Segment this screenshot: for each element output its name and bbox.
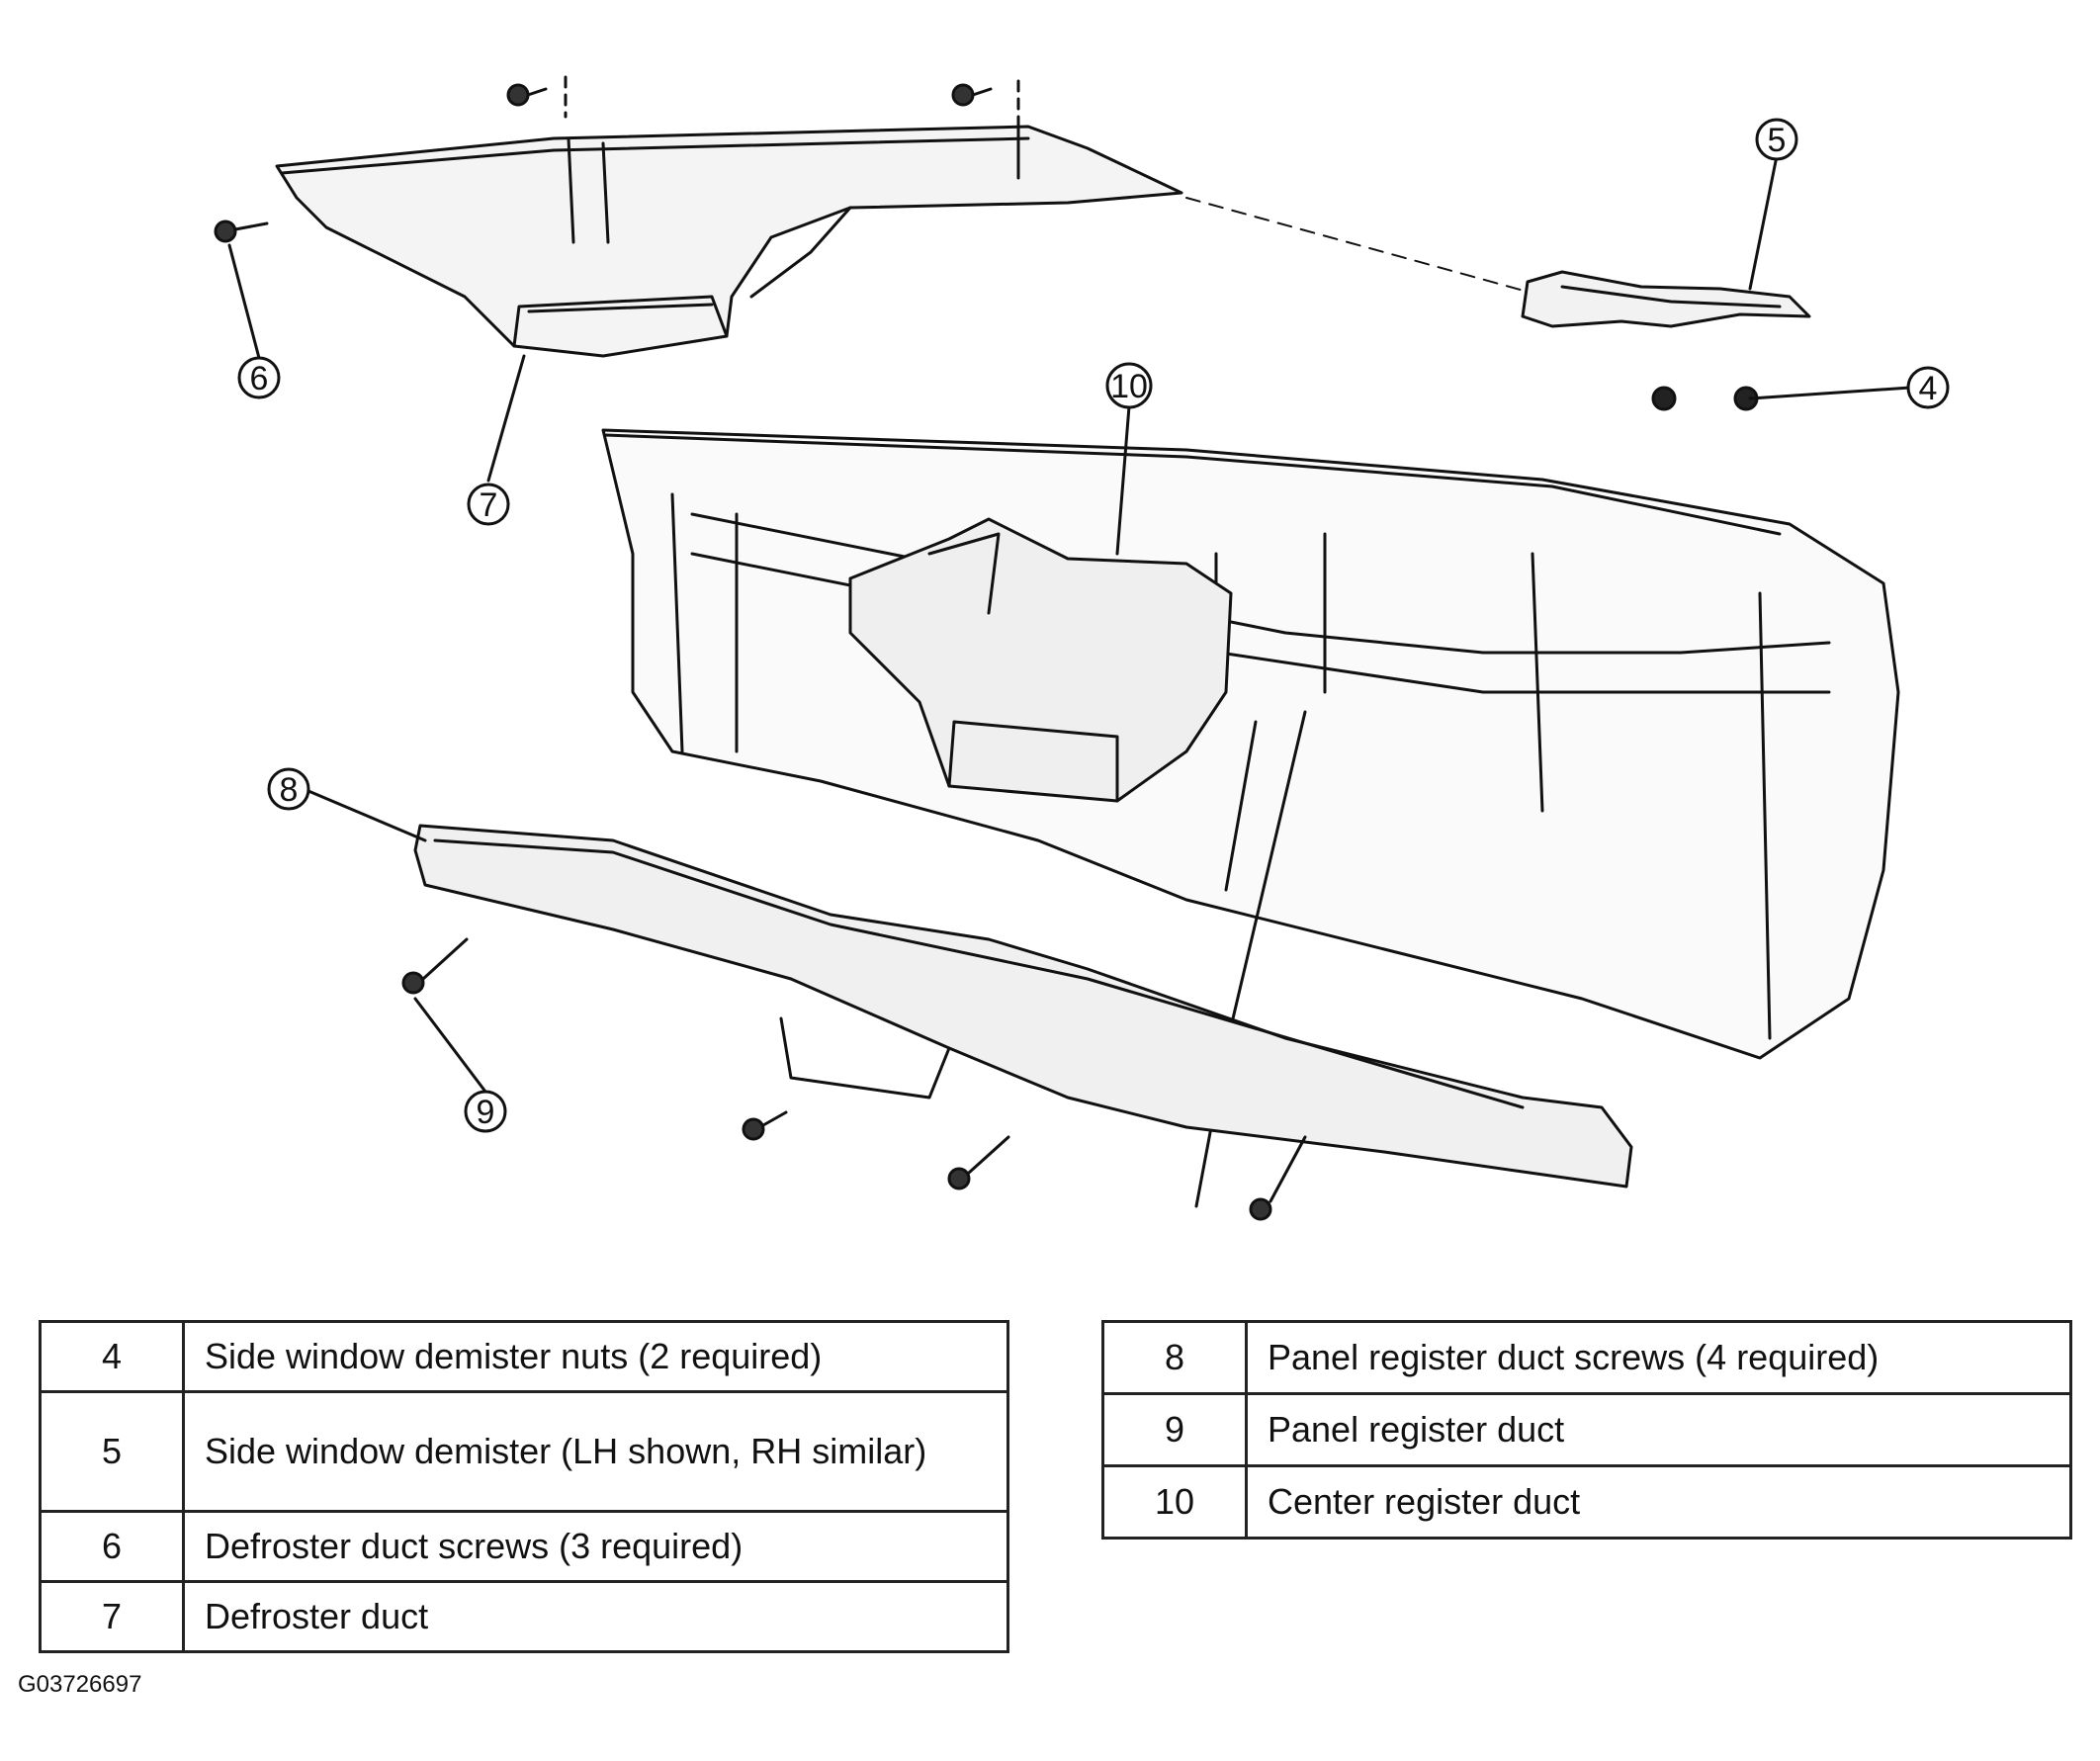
legend-number: 4 xyxy=(39,1320,185,1393)
callout-4: 4 xyxy=(1919,370,1938,407)
callout-circle-6 xyxy=(237,356,281,399)
callout-6: 6 xyxy=(250,360,269,397)
legend-description: Center register duct xyxy=(1245,1464,2072,1540)
legend-number: 7 xyxy=(39,1580,185,1653)
leader-line-9 xyxy=(413,997,487,1094)
callout-9: 9 xyxy=(477,1094,495,1131)
legend-description: Panel register duct xyxy=(1245,1392,2072,1467)
callout-5: 5 xyxy=(1768,122,1787,159)
legend-row: 4 Side window demister nuts (2 required) xyxy=(39,1320,1009,1393)
demister-nut-1 xyxy=(1651,386,1677,411)
legend-number: 9 xyxy=(1101,1392,1248,1467)
figure-id: G03726697 xyxy=(18,1671,142,1698)
legend-description: Side window demister nuts (2 required) xyxy=(182,1320,1009,1393)
leader-line-6 xyxy=(227,243,261,360)
legend-row: 7 Defroster duct xyxy=(39,1580,1009,1653)
leader-line-8 xyxy=(306,789,427,842)
legend-row: 6 Defroster duct screws (3 required) xyxy=(39,1510,1009,1583)
leader-line-4 xyxy=(1748,386,1912,400)
callout-circle-5 xyxy=(1755,118,1798,161)
callout-circle-9 xyxy=(464,1090,507,1133)
panel-register-duct xyxy=(413,824,1633,1189)
callout-7: 7 xyxy=(480,486,498,524)
legend-number: 6 xyxy=(39,1510,185,1583)
defroster-duct-screw-3 xyxy=(214,220,269,243)
legend-description: Panel register duct screws (4 required) xyxy=(1245,1320,2072,1395)
panel-register-screw-3 xyxy=(947,1135,1010,1190)
legend-description: Defroster duct xyxy=(182,1580,1009,1653)
callout-10: 10 xyxy=(1110,368,1148,405)
leader-line-10 xyxy=(1115,404,1131,556)
defroster-duct xyxy=(275,125,1183,358)
side-window-demister xyxy=(1521,270,1811,328)
legend-table-right: 8 Panel register duct screws (4 required… xyxy=(1101,1320,2072,1540)
legend-row: 5 Side window demister (LH shown, RH sim… xyxy=(39,1390,1009,1513)
legend-number: 10 xyxy=(1101,1464,1248,1540)
panel-register-screw-1 xyxy=(401,937,469,995)
legend-number: 8 xyxy=(1101,1320,1248,1395)
leader-line-5 xyxy=(1748,154,1779,291)
panel-register-screw-2 xyxy=(742,1110,788,1141)
legend-number: 5 xyxy=(39,1390,185,1513)
leader-line-7 xyxy=(486,354,526,483)
panel-register-screw-4 xyxy=(1249,1135,1307,1221)
defroster-duct-screw-2 xyxy=(951,79,1020,150)
callout-circle-4 xyxy=(1906,366,1950,409)
callout-circle-8 xyxy=(267,767,310,811)
legend-description: Defroster duct screws (3 required) xyxy=(182,1510,1009,1583)
center-register-duct xyxy=(848,517,1233,803)
callout-circle-10 xyxy=(1105,362,1153,409)
legend-row: 8 Panel register duct screws (4 required… xyxy=(1101,1320,2072,1395)
legend-row: 10 Center register duct xyxy=(1101,1464,2072,1540)
callout-circle-7 xyxy=(467,483,510,526)
exploded-parts-diagram: 5 4 6 7 10 8 9 xyxy=(214,75,1950,1221)
legend-row: 9 Panel register duct xyxy=(1101,1392,2072,1467)
defroster-duct-screw-1 xyxy=(506,75,568,119)
legend-table-left: 4 Side window demister nuts (2 required)… xyxy=(39,1320,1009,1653)
callout-8: 8 xyxy=(280,771,299,809)
legend-description: Side window demister (LH shown, RH simil… xyxy=(182,1390,1009,1513)
alignment-line xyxy=(1185,197,1529,293)
